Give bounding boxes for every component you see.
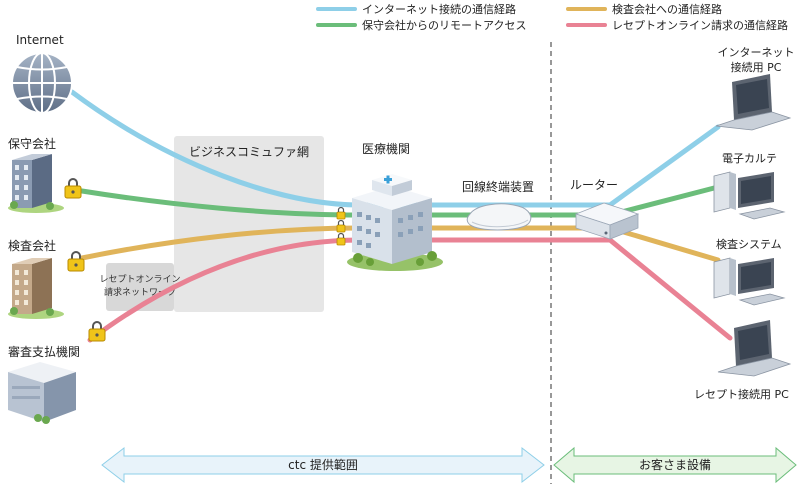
customer-scope-arrow [553, 446, 797, 484]
maintenance-label: 保守会社 [8, 136, 56, 151]
laptop-icon [717, 320, 792, 377]
connection-paths [69, 89, 733, 343]
path-receipt [87, 237, 733, 343]
hospital-icon [347, 174, 443, 271]
receipt-pc-label: レセプト接続用 PC [694, 387, 789, 401]
legend-label-receipt: レセプトオンライン請求の通信経路 [612, 18, 788, 32]
inspection-company-label: 検査会社 [8, 238, 56, 253]
maintenance-building-icon [8, 154, 64, 213]
path-inspection [79, 225, 721, 263]
globe-icon [11, 52, 73, 114]
business-network-label: ビジネスコミュファ網 [189, 145, 309, 159]
inspection-building-icon [8, 258, 64, 319]
payer-label: 審査支払機関 [8, 344, 80, 359]
customer-scope-label: お客さま設備 [639, 457, 711, 472]
desktop-pc-icon [713, 171, 786, 220]
legend: インターネット接続の通信経路 検査会社への通信経路 保守会社からのリモートアクセ… [316, 2, 788, 32]
lock-icon [336, 232, 346, 246]
lock-icon [67, 251, 85, 272]
emr-label: 電子カルテ [722, 152, 777, 165]
desktop-pc-icon [713, 257, 786, 306]
laptop-icon [715, 74, 792, 131]
router-icon [574, 202, 640, 240]
legend-label-inspection: 検査会社への通信経路 [612, 2, 722, 16]
receipt-network-label-1: レセプトオンライン [99, 274, 180, 285]
internet-pc-label-1: インターネット [718, 46, 795, 59]
payer-building-icon [8, 362, 76, 424]
path-remote [79, 184, 721, 218]
path-internet [69, 89, 721, 208]
lock-icon [88, 321, 106, 342]
legend-label-remote: 保守会社からのリモートアクセス [362, 18, 526, 32]
hospital-label: 医療機関 [362, 141, 410, 156]
inspection-system-label: 検査システム [716, 237, 782, 251]
lock-icon [64, 178, 82, 199]
internet-label: Internet [16, 33, 64, 47]
lock-icon [336, 219, 346, 233]
router-label: ルーター [570, 178, 618, 192]
lock-icon [336, 206, 346, 220]
ctc-scope-arrow [101, 446, 545, 484]
ctc-scope-label: ctc 提供範囲 [288, 457, 358, 472]
onu-device-icon [466, 203, 532, 231]
internet-pc-label-2: 接続用 PC [731, 60, 782, 74]
onu-label: 回線終端装置 [462, 179, 534, 194]
legend-label-internet: インターネット接続の通信経路 [362, 2, 516, 16]
